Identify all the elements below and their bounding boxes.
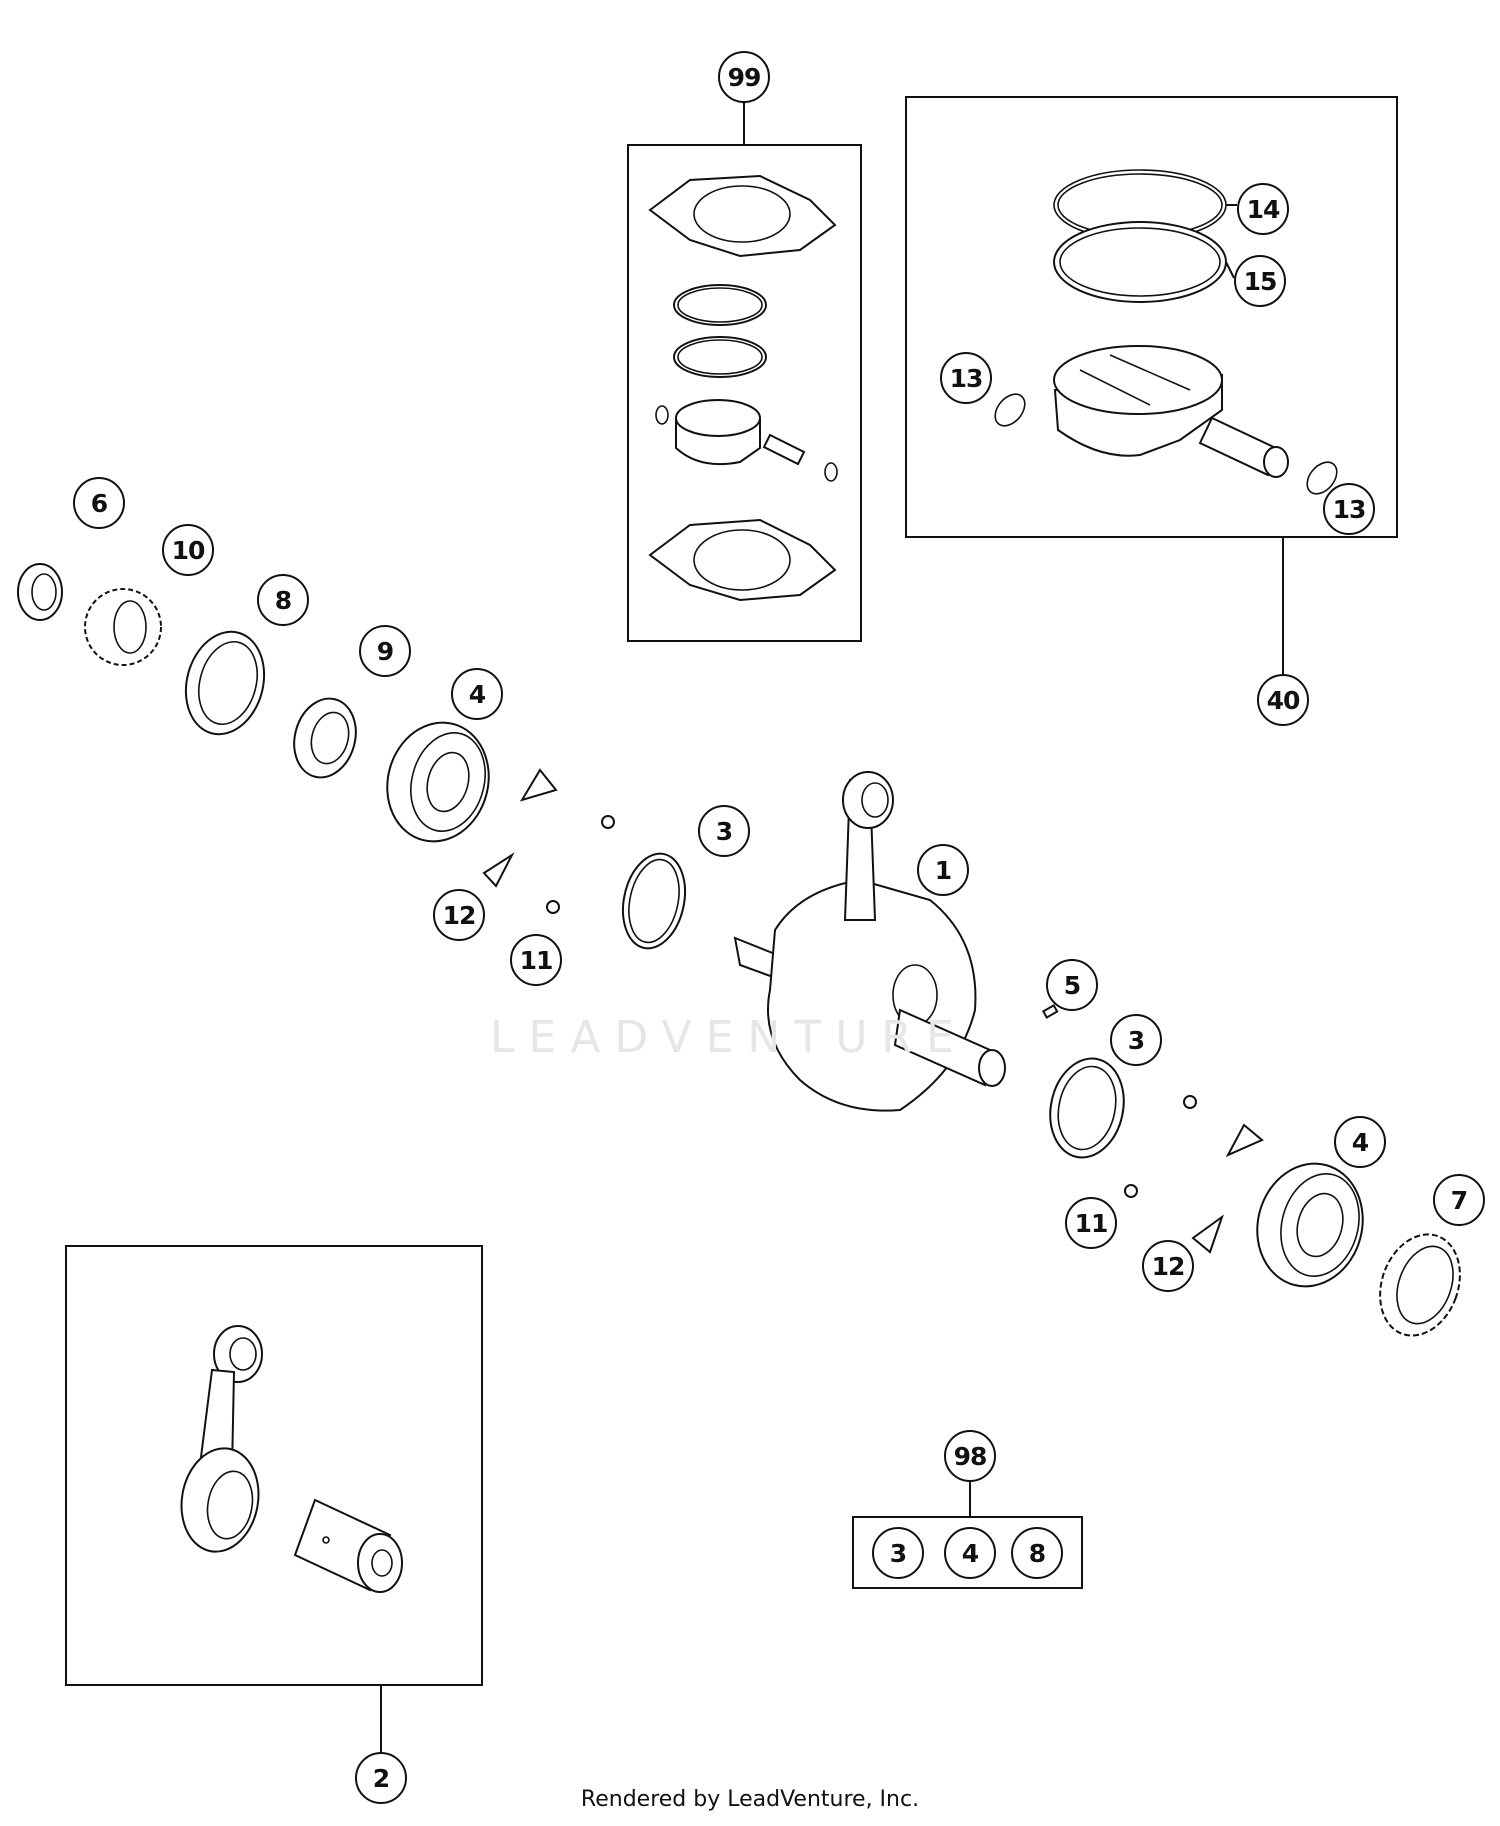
callout-12[interactable]: 12 xyxy=(1142,1240,1194,1292)
callout-40[interactable]: 40 xyxy=(1257,674,1309,726)
connecting-rod-icon xyxy=(180,1325,263,1553)
kit-98-box xyxy=(852,1516,1083,1589)
callout-5[interactable]: 5 xyxy=(1046,959,1098,1011)
crankshaft-icon xyxy=(733,771,1006,1112)
bearing-icon xyxy=(386,721,490,843)
lock-plate-icon xyxy=(482,852,515,888)
screw-icon xyxy=(1124,1184,1138,1198)
callout-9[interactable]: 9 xyxy=(359,625,411,677)
lock-plate-icon xyxy=(519,768,558,802)
base-gasket-icon xyxy=(648,518,837,602)
callout-99[interactable]: 99 xyxy=(718,51,770,103)
lock-plate-icon xyxy=(1191,1214,1224,1254)
circlip-icon xyxy=(1306,461,1338,495)
callout-7[interactable]: 7 xyxy=(1433,1174,1485,1226)
kit-2-box xyxy=(65,1245,483,1686)
callout-2[interactable]: 2 xyxy=(355,1752,407,1804)
callout-1[interactable]: 1 xyxy=(917,844,969,896)
shim-ring-icon xyxy=(1049,1057,1125,1159)
callout-8[interactable]: 8 xyxy=(257,574,309,626)
callout-3[interactable]: 3 xyxy=(1110,1014,1162,1066)
render-credit: Rendered by LeadVenture, Inc. xyxy=(580,1787,920,1812)
shim-ring-icon xyxy=(622,852,686,950)
callout-11[interactable]: 11 xyxy=(510,934,562,986)
callout-12[interactable]: 12 xyxy=(433,889,485,941)
screw-icon xyxy=(601,815,615,829)
kit-40-box xyxy=(905,96,1398,538)
freewheel-icon xyxy=(1379,1233,1461,1337)
screw-icon xyxy=(1183,1095,1197,1109)
callout-13[interactable]: 13 xyxy=(940,352,992,404)
screw-icon xyxy=(546,900,560,914)
callout-14[interactable]: 14 xyxy=(1237,183,1289,235)
callout-6[interactable]: 6 xyxy=(73,477,125,529)
head-gasket-icon xyxy=(648,174,837,258)
kit98-item-8[interactable]: 8 xyxy=(1011,1527,1063,1579)
kit98-item-4[interactable]: 4 xyxy=(944,1527,996,1579)
bushing-icon xyxy=(293,697,357,779)
callout-98[interactable]: 98 xyxy=(944,1430,996,1482)
seal-ring-icon xyxy=(184,630,266,736)
watermark: LEADVENTURE xyxy=(490,1012,968,1063)
key-icon xyxy=(1041,1004,1059,1019)
bearing-icon xyxy=(1256,1162,1364,1288)
ring-15-icon xyxy=(1053,221,1227,303)
ring-icon xyxy=(673,336,767,378)
gear-icon xyxy=(84,588,162,666)
callout-4[interactable]: 4 xyxy=(451,668,503,720)
callout-10[interactable]: 10 xyxy=(162,524,214,576)
callout-11[interactable]: 11 xyxy=(1065,1197,1117,1249)
callout-3[interactable]: 3 xyxy=(698,805,750,857)
circlip-icon xyxy=(994,393,1026,427)
callout-13[interactable]: 13 xyxy=(1323,483,1375,535)
piston-pin-icon xyxy=(1198,416,1282,477)
ring-icon xyxy=(673,284,767,326)
callout-15[interactable]: 15 xyxy=(1234,255,1286,307)
lock-plate-icon xyxy=(1225,1123,1264,1158)
piston-pin-icon xyxy=(762,433,806,466)
callout-4[interactable]: 4 xyxy=(1334,1116,1386,1168)
crank-pin-icon xyxy=(293,1498,403,1593)
kit98-item-3[interactable]: 3 xyxy=(872,1527,924,1579)
